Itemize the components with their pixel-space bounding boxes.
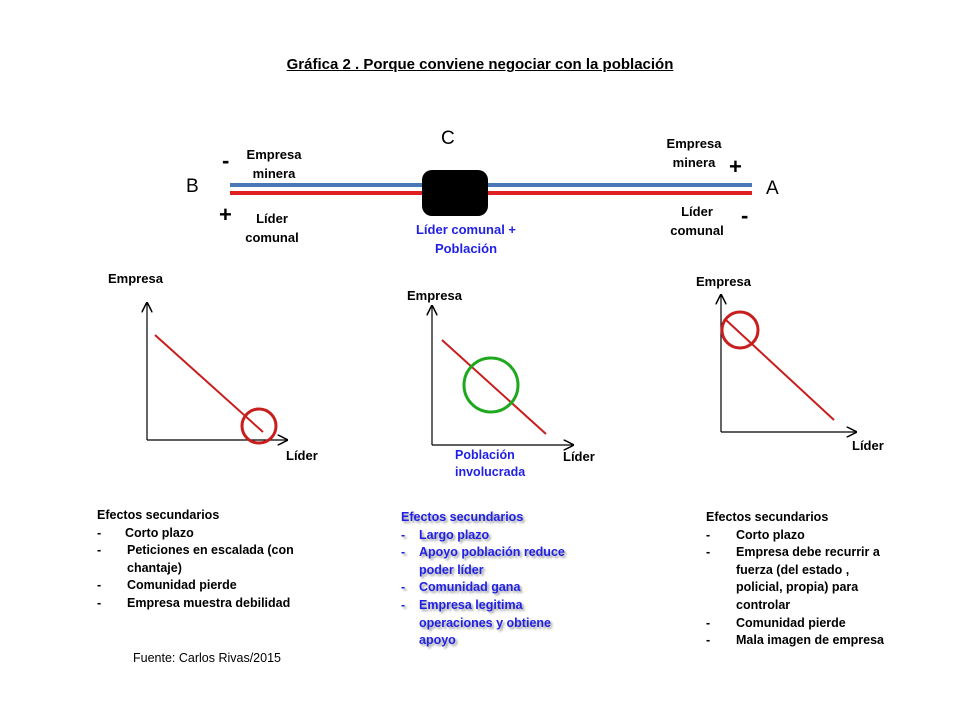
graph-2 <box>432 306 573 445</box>
graph-2-y-label: Empresa <box>407 288 462 303</box>
letter-a: A <box>766 178 779 199</box>
effects-3-item: -Corto plazo <box>706 527 805 542</box>
left-lower-sign: + <box>219 202 232 227</box>
source-note: Fuente: Carlos Rivas/2015 <box>133 651 281 665</box>
effects-3-item: -Mala imagen de empresa <box>706 633 884 648</box>
left-upper-sign: - <box>222 148 230 173</box>
effects-column-2: Efectos secundarios -Largo plazo -Apoyo … <box>401 509 591 650</box>
right-upper-sign: + <box>729 154 742 179</box>
effects-1-item: -Empresa muestra debilidad <box>97 595 291 610</box>
effects-2-heading: Efectos secundarios <box>401 510 524 524</box>
right-lower-sign: - <box>741 203 749 228</box>
left-upper-label: Empresa minera <box>246 147 302 181</box>
effects-1-item: -Corto plazo <box>97 525 194 540</box>
graph-1 <box>147 303 287 443</box>
graph-3-circle <box>720 310 760 350</box>
graph-1-circle <box>240 407 278 445</box>
letter-b: B <box>186 176 199 197</box>
effects-2-item: -Comunidad gana <box>401 580 521 595</box>
graph-1-trend-line <box>154 334 264 433</box>
graph-3 <box>721 295 856 432</box>
left-lower-label: Líder comunal <box>245 211 299 245</box>
effects-1-item: -Comunidad pierde <box>97 578 237 593</box>
graph-2-trend-line <box>441 339 547 435</box>
letter-c: C <box>441 128 455 149</box>
graph-2-circle <box>462 356 520 414</box>
effects-column-1: Efectos secundarios -Corto plazo -Petici… <box>97 507 307 613</box>
effects-column-3: Efectos secundarios -Corto plazo -Empres… <box>706 509 896 650</box>
center-black-box <box>422 170 488 216</box>
effects-1-item: -Peticiones en escalada (con chantaje) <box>97 543 294 575</box>
effects-1-heading: Efectos secundarios <box>97 508 220 522</box>
graph-3-y-label: Empresa <box>696 274 751 289</box>
graph-3-trend-line <box>725 319 835 421</box>
graph-1-x-label: Líder <box>286 448 318 463</box>
effects-3-item: -Comunidad pierde <box>706 615 846 630</box>
graph-1-y-label: Empresa <box>108 271 163 286</box>
effects-2-item: -Largo plazo <box>401 527 490 542</box>
right-lower-label: Líder comunal <box>670 204 724 238</box>
page-title: Gráfica 2 . Porque conviene negociar con… <box>286 56 674 73</box>
effects-3-item: -Empresa debe recurrir a fuerza (del est… <box>706 545 880 612</box>
center-label: Líder comunal + Población <box>415 222 517 256</box>
right-upper-label: Empresa minera <box>666 136 722 170</box>
effects-2-item: -Empresa legitima operaciones y obtiene … <box>401 597 551 648</box>
effects-3-heading: Efectos secundarios <box>706 510 829 524</box>
effects-2-item: -Apoyo población reduce poder líder <box>401 545 565 577</box>
graph-3-x-label: Líder <box>852 438 884 453</box>
graph-2-x-label: Líder <box>563 449 595 464</box>
graph-2-extra-label: Población involucrada <box>455 448 526 479</box>
